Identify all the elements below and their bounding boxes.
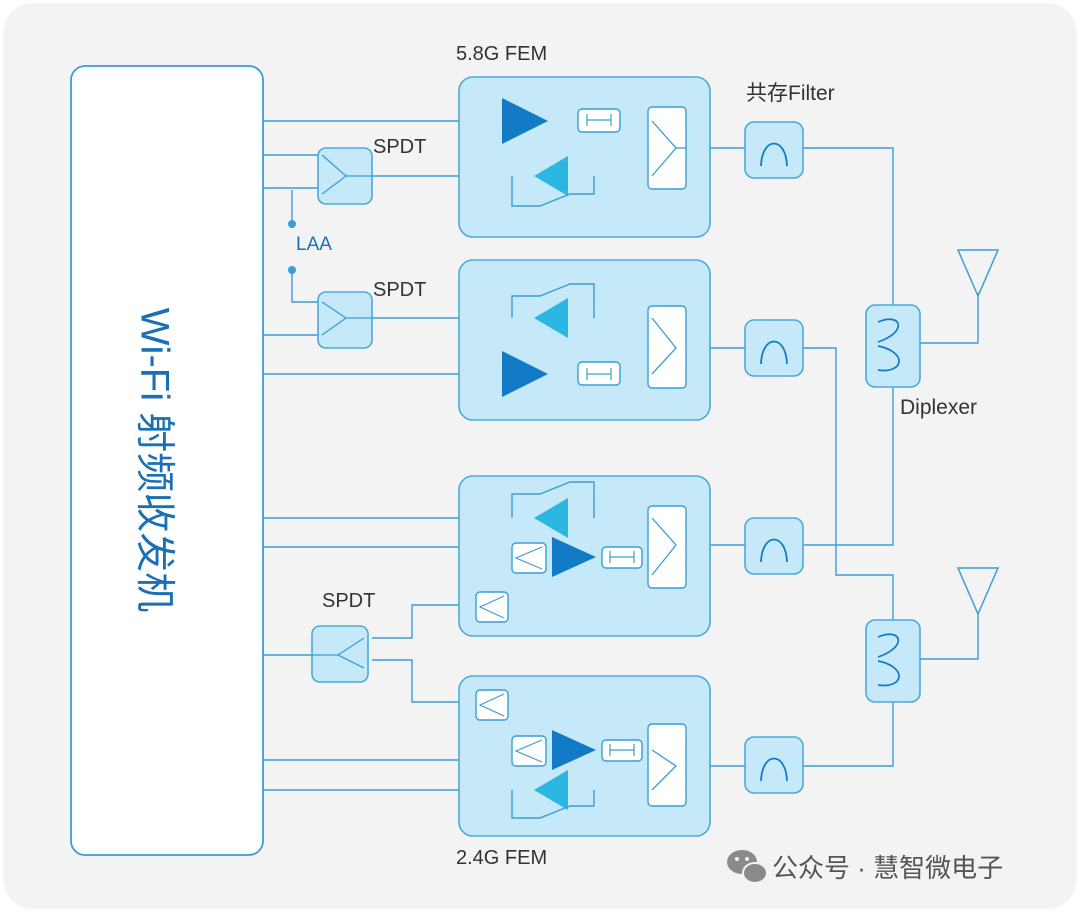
pa-filter-icon [577, 108, 621, 133]
wifi-transceiver-block: Wi-Fi 射频收发机 [70, 65, 264, 856]
fem-5g-label: 5.8G FEM [456, 43, 547, 65]
pa-amplifier-icon [552, 730, 596, 770]
pa-filter-icon [601, 546, 643, 569]
pa-amplifier-icon [502, 98, 548, 144]
pa-amplifier-icon [552, 537, 596, 577]
fem-24g-2-internals [475, 689, 687, 819]
input-switch-icon [511, 735, 547, 767]
pa-amplifier-icon [502, 351, 548, 397]
fem-24g-1-internals [475, 481, 687, 623]
laa-port-dot-2 [288, 266, 296, 274]
coexist-filter-label: 共存Filter [746, 82, 835, 105]
transceiver-label: Wi-Fi 射频收发机 [132, 308, 176, 612]
coexist-filter-1 [744, 121, 804, 179]
coexist-filter-4 [744, 736, 804, 794]
watermark: 公众号 · 慧智微电子 [727, 850, 1003, 884]
watermark-text: 公众号 · 慧智微电子 [772, 853, 1003, 883]
bypass-switch-icon [511, 176, 595, 207]
combiner-switch-icon [647, 106, 687, 190]
combiner-switch-icon [647, 505, 687, 589]
inner-spdt-icon [475, 689, 509, 721]
spdt-label-3: SPDT [322, 590, 375, 612]
diplexer-label: Diplexer [900, 396, 977, 419]
spdt-switch-2 [317, 291, 373, 349]
bypass-switch-icon [511, 283, 595, 318]
inner-spdt-icon [475, 591, 509, 623]
spdt-label-1: SPDT [373, 136, 426, 158]
diplexer-1 [865, 304, 921, 388]
laa-label: LAA [296, 234, 332, 255]
coexist-filter-3 [744, 517, 804, 575]
coexist-filter-2 [744, 319, 804, 377]
fem-5g-1-internals [502, 98, 687, 207]
spdt-switch-3 [311, 625, 369, 683]
pa-filter-icon [601, 739, 643, 762]
fem-5g-2-internals [502, 283, 687, 397]
lna-amplifier-icon [534, 770, 568, 810]
combiner-switch-icon [647, 723, 687, 807]
antenna-icon-2 [956, 567, 1000, 616]
lna-amplifier-icon [534, 498, 568, 538]
diplexer-2 [865, 619, 921, 703]
bypass-switch-icon [511, 481, 595, 518]
input-switch-icon [511, 542, 547, 574]
fem-box-24g-2 [458, 675, 711, 837]
fem-24g-label: 2.4G FEM [456, 847, 547, 869]
spdt-label-2: SPDT [373, 279, 426, 301]
combiner-switch-icon [647, 305, 687, 389]
background-panel [3, 3, 1077, 909]
laa-port-dot-1 [288, 220, 296, 228]
antenna-icon-1 [956, 249, 1000, 298]
lna-amplifier-icon [534, 156, 568, 196]
lna-amplifier-icon [534, 298, 568, 338]
wechat-icon [727, 850, 768, 884]
bypass-switch-icon [511, 790, 595, 819]
pa-filter-icon [577, 361, 621, 386]
spdt-switch-1 [317, 147, 373, 205]
